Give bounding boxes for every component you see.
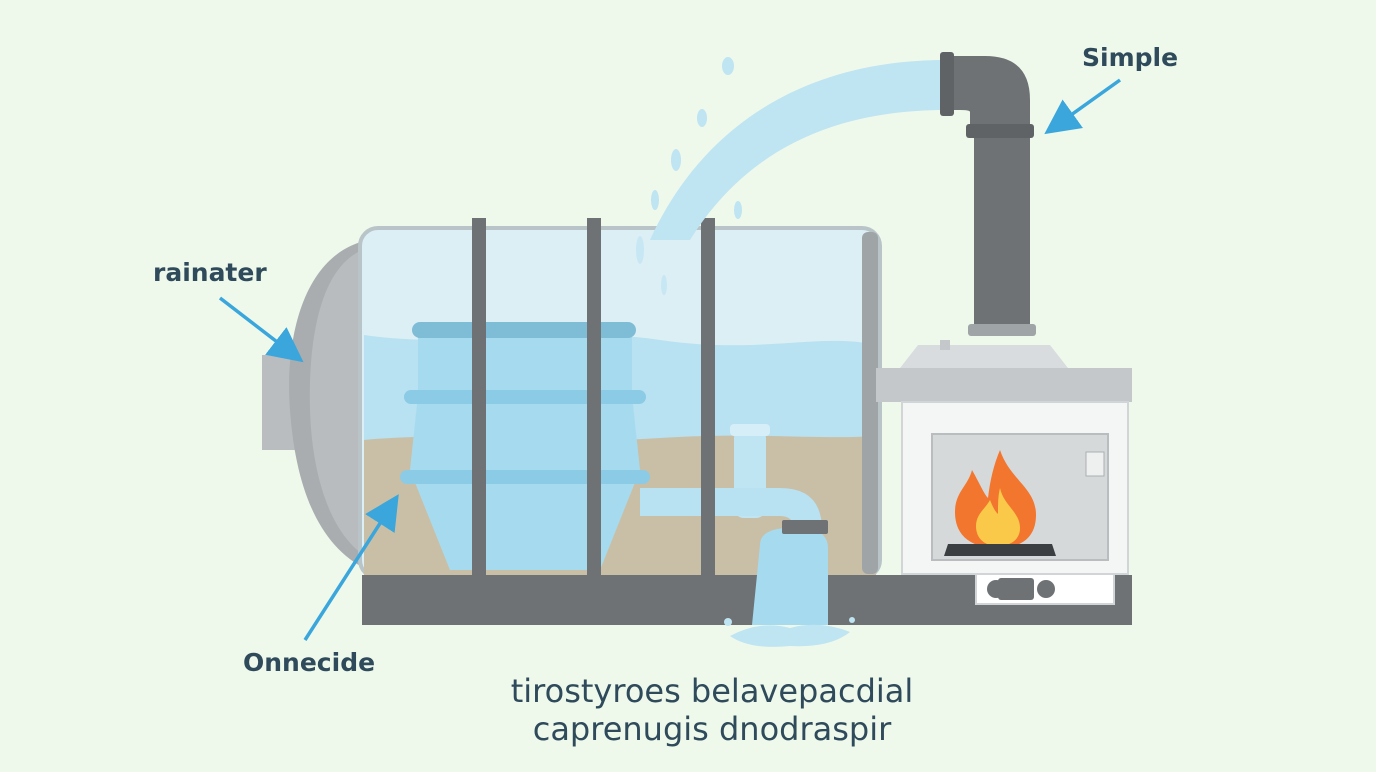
bypass-pipe: [640, 424, 822, 560]
label-rainwater: rainater: [153, 258, 267, 287]
valve-knob-icon: [987, 578, 1055, 600]
inner-water-drum: [400, 322, 650, 570]
label-onnecide: Onnecide: [243, 648, 376, 677]
flue-pipe: [940, 52, 1036, 336]
tank-support-bars: [472, 218, 715, 586]
caption-line-1: tirostyroes belavepacdial: [510, 672, 914, 710]
tank-end-cap: [262, 240, 368, 570]
caption-line-2: caprenugis dnodraspir: [532, 710, 892, 748]
inflow-water-stream: [636, 57, 946, 295]
flame-icon: [944, 450, 1056, 556]
arrow-icon: [303, 494, 399, 641]
water-outlet: [724, 520, 855, 647]
arrow-icon: [1044, 78, 1122, 135]
arrow-icon: [218, 296, 304, 363]
label-simple: Simple: [1082, 43, 1179, 72]
